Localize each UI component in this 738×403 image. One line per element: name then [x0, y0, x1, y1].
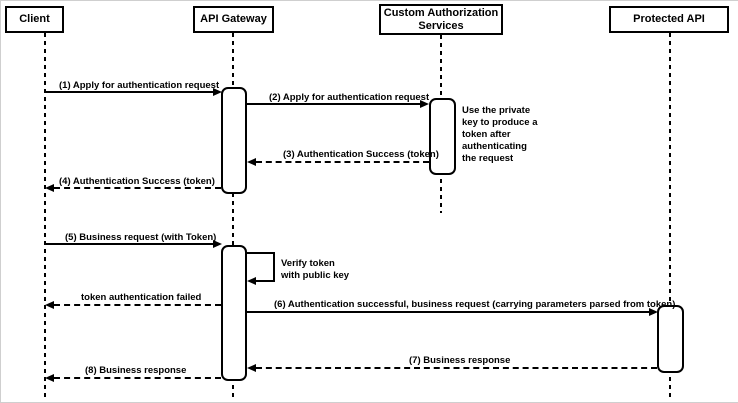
message-3-label: (3) Authentication Success (token): [283, 149, 439, 160]
self-message-bottom-line: [256, 280, 275, 282]
message-7-arrowhead-icon: [247, 364, 256, 372]
message-2-label: (2) Apply for authentication request: [269, 92, 430, 103]
activation-custom-authorization-services: [429, 98, 456, 175]
message-token-failed-label: token authentication failed: [81, 292, 202, 303]
lifeline-protected-api: [669, 33, 671, 399]
message-6-label: (6) Authentication successful, business …: [274, 299, 676, 310]
message-3-line: [256, 161, 429, 163]
message-2-arrowhead-icon: [420, 100, 429, 108]
message-1-arrowhead-icon: [213, 88, 222, 96]
note-verify-token: Verify token with public key: [281, 258, 350, 281]
activation-protected-api: [657, 305, 684, 373]
lifeline-client: [44, 33, 46, 399]
actor-client: Client: [5, 6, 64, 33]
self-message-arrowhead-icon: [247, 277, 256, 285]
message-4-label: (4) Authentication Success (token): [59, 176, 215, 187]
message-8-arrowhead-icon: [45, 374, 54, 382]
self-message-top-line: [247, 252, 275, 254]
note-private-key: Use the private key to produce a token a…: [462, 105, 538, 164]
message-8-line: [54, 377, 221, 379]
message-7-line: [256, 367, 657, 369]
message-4-line: [54, 187, 221, 189]
message-2-line: [247, 103, 420, 105]
message-5-line: [45, 243, 213, 245]
actor-api-gateway-label: API Gateway: [200, 13, 267, 26]
activation-api-gateway-business: [221, 245, 247, 381]
activation-api-gateway-auth: [221, 87, 247, 194]
actor-custom-authorization-services-label: Custom Authorization Services: [383, 6, 499, 32]
message-3-arrowhead-icon: [247, 158, 256, 166]
lifeline-api-gateway: [232, 33, 234, 399]
message-8-label: (8) Business response: [85, 365, 187, 376]
message-token-failed-arrowhead-icon: [45, 301, 54, 309]
actor-client-label: Client: [19, 13, 50, 26]
message-token-failed-line: [54, 304, 221, 306]
message-4-arrowhead-icon: [45, 184, 54, 192]
actor-custom-authorization-services: Custom Authorization Services: [379, 4, 503, 35]
actor-protected-api-label: Protected API: [633, 13, 705, 26]
message-5-arrowhead-icon: [213, 240, 222, 248]
message-5-label: (5) Business request (with Token): [65, 232, 217, 243]
message-1-line: [45, 91, 213, 93]
message-1-label: (1) Apply for authentication request: [59, 80, 220, 91]
message-6-arrowhead-icon: [649, 308, 658, 316]
self-message-vertical-line: [273, 252, 275, 282]
message-7-label: (7) Business response: [409, 355, 511, 366]
message-6-line: [247, 311, 649, 313]
actor-protected-api: Protected API: [609, 6, 729, 33]
actor-api-gateway: API Gateway: [193, 6, 274, 33]
